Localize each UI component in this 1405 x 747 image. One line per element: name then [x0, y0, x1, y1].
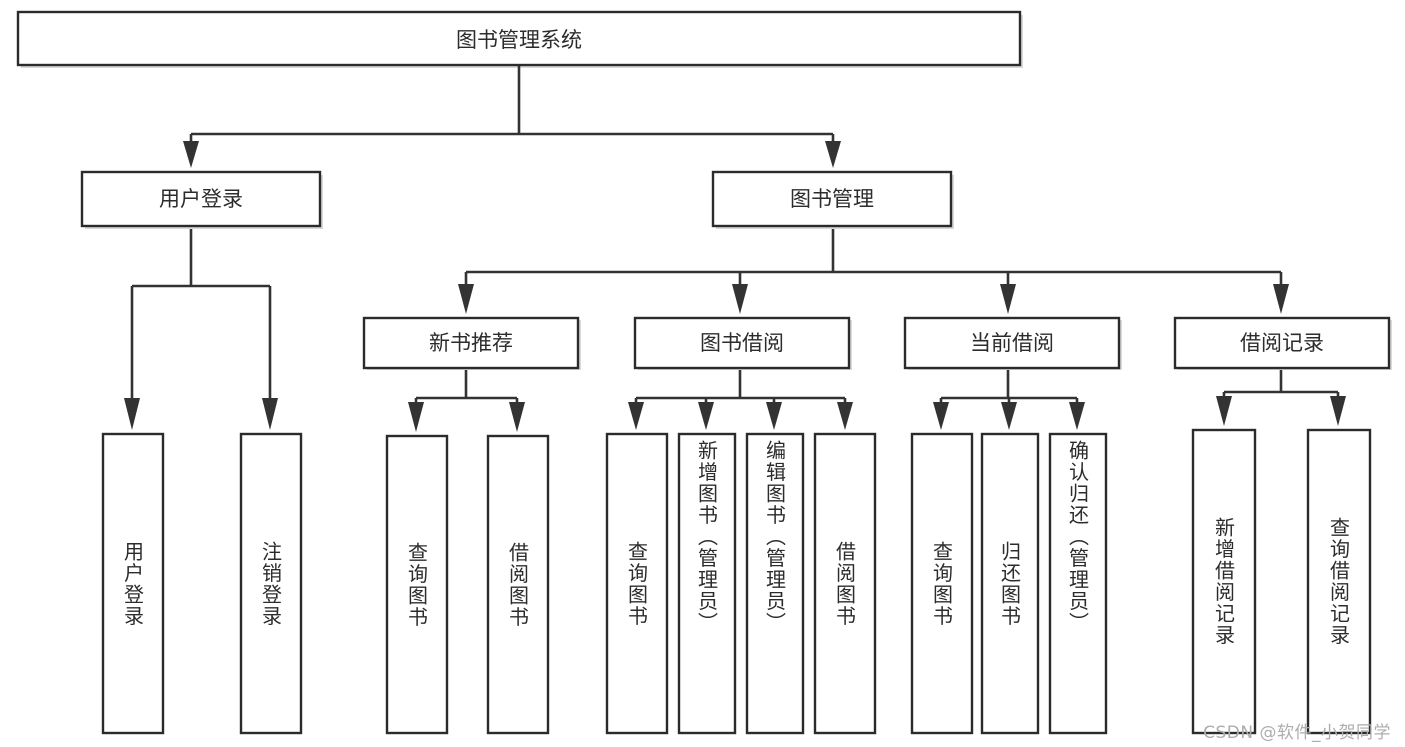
label-current-borrow: 当前借阅 — [970, 331, 1054, 355]
connector-user-login-to-leaves — [124, 229, 278, 430]
leaf-box-borrow-book-1 — [486, 434, 550, 735]
node-borrow-record[interactable] — [1173, 316, 1391, 370]
connector-book-management-to-level3 — [458, 229, 1289, 314]
leaf-box-user-login — [101, 432, 165, 735]
node-root[interactable] — [16, 10, 1022, 67]
leaf-box-query-book-3 — [910, 432, 974, 735]
node-book-management[interactable] — [711, 170, 953, 228]
connector-book-borrow-to-leaves — [628, 370, 853, 430]
leaf-box-query-book-1 — [385, 434, 449, 735]
label-book-management: 图书管理 — [790, 187, 874, 211]
connector-current-borrow-to-leaves — [933, 370, 1085, 430]
leaf-box-add-record — [1191, 428, 1257, 735]
watermark-text: CSDN @软件_小贺同学 — [1203, 723, 1391, 743]
leaf-boxes[interactable] — [101, 428, 1372, 735]
leaf-box-add-book — [677, 432, 737, 735]
leaf-box-logout-login — [239, 432, 303, 735]
leaf-box-query-record — [1306, 428, 1372, 735]
leaf-box-confirm-return — [1048, 432, 1108, 735]
connector-borrow-record-to-leaves — [1216, 370, 1346, 426]
label-book-borrow: 图书借阅 — [700, 331, 784, 355]
node-user-login[interactable] — [80, 170, 322, 228]
connector-root-to-level2 — [183, 66, 841, 168]
leaf-box-query-book-2 — [605, 432, 669, 735]
connector-new-book-recommend-to-leaves — [408, 370, 525, 432]
node-current-borrow[interactable] — [903, 316, 1121, 370]
node-new-book-recommend[interactable] — [362, 316, 580, 370]
leaf-box-return-book — [980, 432, 1040, 735]
leaf-box-borrow-book-2 — [813, 432, 877, 735]
label-user-login: 用户登录 — [159, 187, 243, 211]
label-root: 图书管理系统 — [456, 28, 582, 52]
node-book-borrow[interactable] — [633, 316, 851, 370]
label-borrow-record: 借阅记录 — [1240, 331, 1324, 355]
leaf-box-edit-book — [745, 432, 805, 735]
label-new-book-recommend: 新书推荐 — [429, 331, 513, 355]
